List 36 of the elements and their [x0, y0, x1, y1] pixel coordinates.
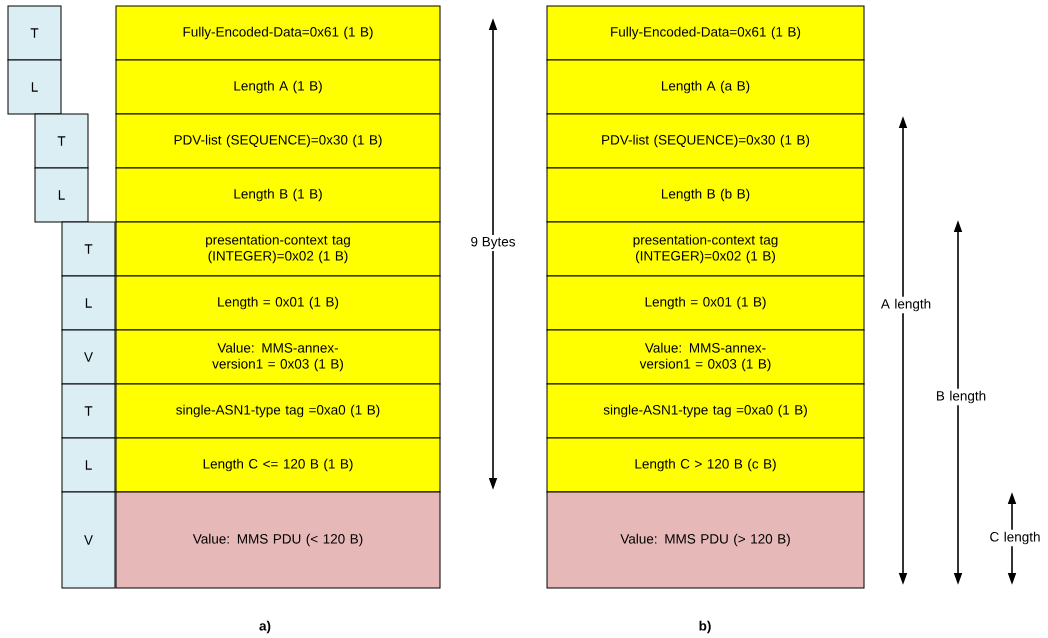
panel-label: a) — [259, 620, 271, 634]
field-cell: presentation-context tag (INTEGER)=0x02 (1 B) — [546, 221, 865, 277]
dimension-label: A length — [878, 296, 934, 314]
field-cell: Length A (1 B) — [115, 59, 441, 115]
field-cell: Length C <= 120 B (1 B) — [115, 437, 441, 493]
tlv-box: V — [61, 329, 116, 385]
field-cell: Length = 0x01 (1 B) — [115, 275, 441, 331]
field-cell: Value: MMS PDU (> 120 B) — [546, 491, 865, 589]
tlv-box: T — [61, 221, 116, 277]
field-cell: presentation-context tag (INTEGER)=0x02 (1 B) — [115, 221, 441, 277]
panel-label: b) — [699, 620, 711, 634]
tlv-box: L — [34, 167, 89, 223]
field-cell: single-ASN1-type tag =0xa0 (1 B) — [115, 383, 441, 439]
field-cell: PDV-list (SEQUENCE)=0x30 (1 B) — [546, 113, 865, 169]
tlv-box: L — [61, 275, 116, 331]
field-cell: Length C > 120 B (c B) — [546, 437, 865, 493]
tlv-box: L — [7, 59, 62, 115]
dimension-label: 9 Bytes — [468, 234, 518, 252]
field-cell: Fully-Encoded-Data=0x61 (1 B) — [546, 5, 865, 61]
dimension-label: C length — [987, 529, 1043, 547]
tlv-box: T — [7, 5, 62, 61]
field-cell: Length B (1 B) — [115, 167, 441, 223]
field-cell: Fully-Encoded-Data=0x61 (1 B) — [115, 5, 441, 61]
field-cell: Value: MMS-annex-version1 = 0x03 (1 B) — [546, 329, 865, 385]
tlv-box: T — [61, 383, 116, 439]
tlv-box: T — [34, 113, 89, 169]
field-cell: single-ASN1-type tag =0xa0 (1 B) — [546, 383, 865, 439]
field-cell: Value: MMS PDU (< 120 B) — [115, 491, 441, 589]
tlv-box: V — [61, 491, 116, 589]
tlv-box: L — [61, 437, 116, 493]
field-cell: Value: MMS-annex-version1 = 0x03 (1 B) — [115, 329, 441, 385]
field-cell: PDV-list (SEQUENCE)=0x30 (1 B) — [115, 113, 441, 169]
field-cell: Length B (b B) — [546, 167, 865, 223]
dimension-label: B length — [933, 388, 989, 406]
field-cell: Length A (a B) — [546, 59, 865, 115]
field-cell: Length = 0x01 (1 B) — [546, 275, 865, 331]
